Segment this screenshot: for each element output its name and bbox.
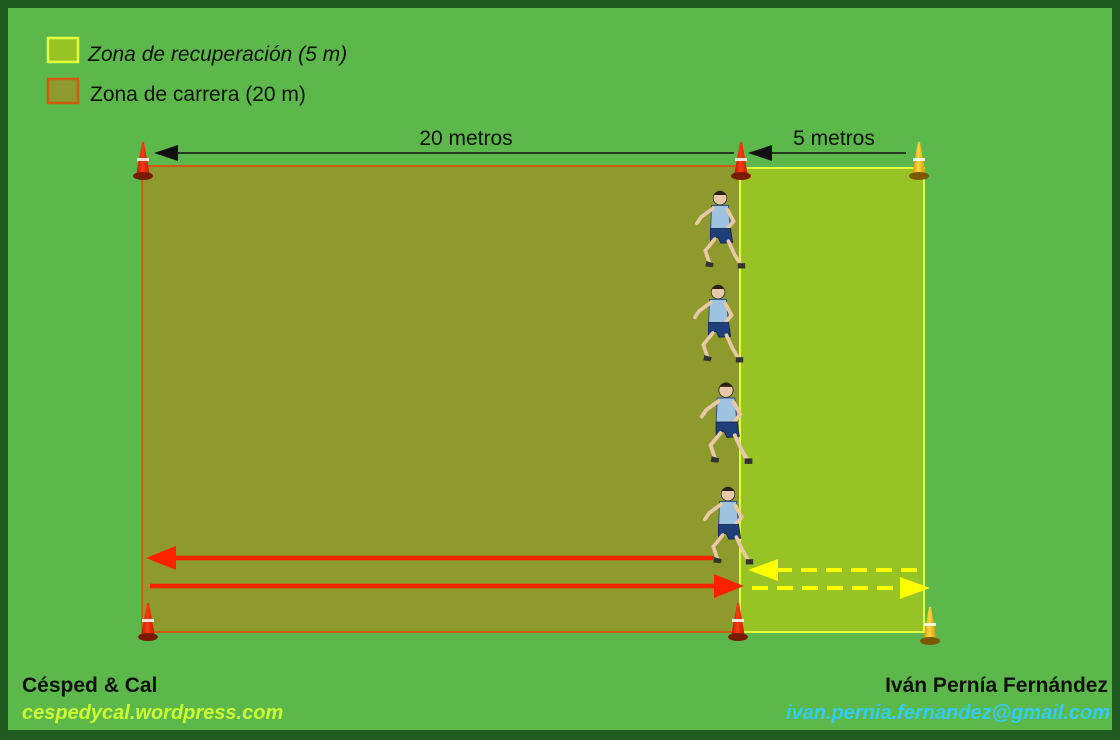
running-zone <box>141 165 741 633</box>
cone-red-top-middle <box>731 142 751 180</box>
cone-yellow-bottom-right <box>920 607 940 645</box>
cone-red-bottom-left <box>138 603 158 641</box>
author-email[interactable]: ivan.pernia.fernandez@gmail.com <box>785 702 1110 724</box>
legend-label-running: Zona de carrera (20 m) <box>90 83 306 106</box>
brand-name: Césped & Cal <box>22 674 158 697</box>
dimension-label-20m: 20 metros <box>419 127 512 150</box>
legend-label-recovery: Zona de recuperación (5 m) <box>87 43 347 66</box>
legend-swatch-recovery <box>46 36 80 64</box>
author-name: Iván Pernía Fernández <box>885 674 1108 697</box>
dimension-5m: 5 metros <box>748 127 906 161</box>
cone-yellow-top-right <box>909 142 929 180</box>
dimension-20m: 20 metros <box>154 127 734 161</box>
legend-swatch-running <box>46 77 80 105</box>
cone-red-bottom-middle <box>728 603 748 641</box>
legend: Zona de recuperación (5 m) Zona de carre… <box>46 36 347 106</box>
dimension-label-5m: 5 metros <box>793 127 875 150</box>
run-arrows <box>146 546 744 598</box>
recovery-zone <box>739 167 925 633</box>
cones <box>133 142 940 645</box>
brand-url[interactable]: cespedycal.wordpress.com <box>22 702 284 724</box>
cone-red-top-left <box>133 142 153 180</box>
recovery-arrows <box>748 559 930 599</box>
